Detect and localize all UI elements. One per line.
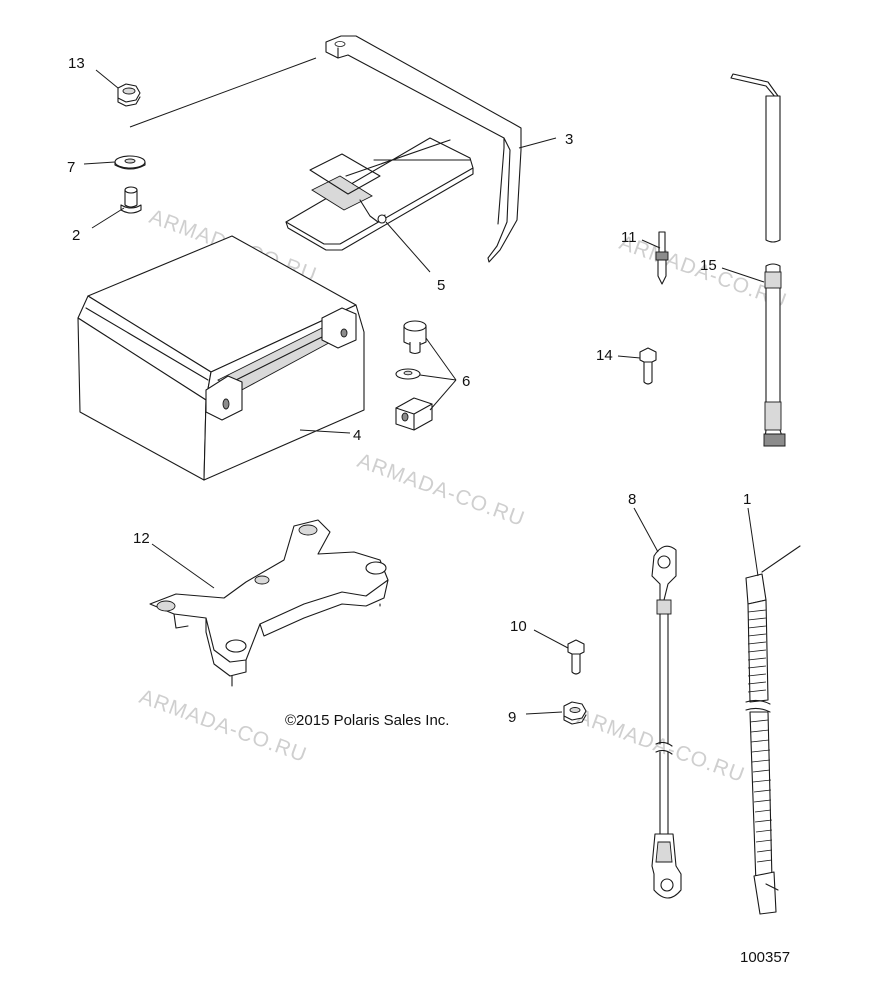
leader-8 [633,507,659,553]
leader-11 [641,239,661,249]
callout-7: 7 [67,159,75,176]
leader-5 [385,221,431,273]
callout-5: 5 [437,277,445,294]
callouts: 13 7 2 3 5 4 6 11 15 14 12 8 1 10 9 [67,55,751,726]
watermark-3: ARMADA-CO.RU [354,449,528,531]
leader-15 [721,267,765,283]
part-12-bracket [149,519,389,687]
leader-1 [747,507,759,577]
part-8-cable [651,545,682,899]
leader-6a [425,337,457,381]
callout-10: 10 [510,618,527,635]
part-11-vent-fitting [655,231,669,285]
callout-6: 6 [462,373,470,390]
leader-2 [91,207,125,229]
callout-4: 4 [353,427,361,444]
part-1-loom-cable [745,545,801,915]
part-2-bolt [120,186,142,214]
part-7-washer [114,155,146,170]
leader-10 [533,629,569,649]
callout-8: 8 [628,491,636,508]
part-3-strap [129,35,522,263]
watermark-4: ARMADA-CO.RU [136,685,310,767]
leader-lines [83,69,765,715]
leader-9 [525,711,563,715]
part-10-bolt [567,639,585,675]
callout-15: 15 [700,257,717,274]
leader-6c [429,379,457,411]
leader-3 [518,137,557,149]
callout-9: 9 [508,709,516,726]
callout-2: 2 [72,227,80,244]
callout-3: 3 [565,131,573,148]
callout-13: 13 [68,55,85,72]
leader-13 [95,69,119,89]
watermark-5: ARMADA-CO.RU [574,705,748,787]
part-4-battery [77,235,365,481]
leader-12 [151,543,215,589]
callout-11: 11 [621,229,637,246]
part-5-holder [285,137,474,251]
leader-6b [419,374,457,381]
callout-12: 12 [133,530,150,547]
leader-4 [299,429,351,434]
part-14-bolt [639,347,657,385]
leader-14 [617,355,641,359]
callout-14: 14 [596,347,613,364]
part-15-vent-tube [730,73,786,447]
reference-number: 100357 [740,949,790,966]
leader-7 [83,161,116,165]
part-9-nut [563,701,587,725]
part-6-terminal-hardware [395,320,433,431]
part-13-nut [117,83,141,107]
copyright-text: ©2015 Polaris Sales Inc. [285,712,449,729]
callout-1: 1 [743,491,751,508]
